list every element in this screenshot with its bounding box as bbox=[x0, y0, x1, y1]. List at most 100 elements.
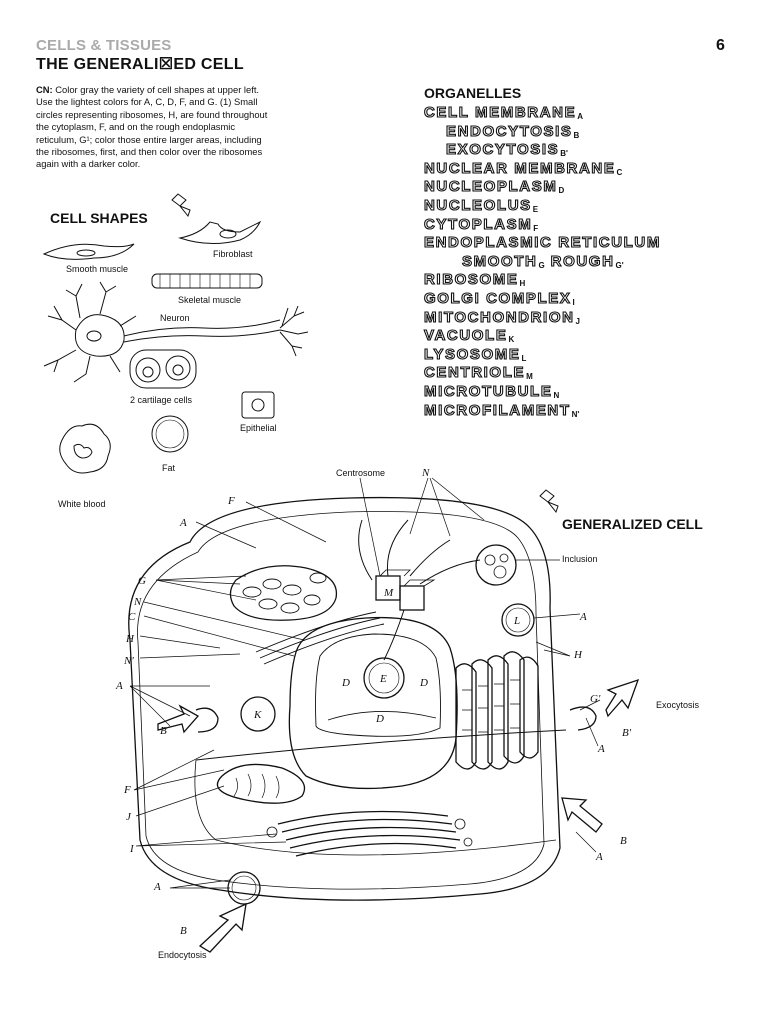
organelle-centriole: CentrioleM bbox=[423, 364, 662, 383]
label-H-right: H bbox=[573, 649, 583, 661]
organelle-name: Lysosome bbox=[423, 345, 521, 363]
caption-smooth-muscle: Smooth muscle bbox=[66, 264, 129, 274]
label-K: K bbox=[253, 709, 262, 721]
organelle-name: Nuclear membrane bbox=[423, 159, 616, 177]
organelle-cytoplasm: CytoplasmF bbox=[423, 215, 662, 235]
organelle-endoplasmic-reticulum: Endoplasmic reticulum bbox=[423, 234, 662, 253]
endocytosis-arrow-bottom bbox=[198, 902, 247, 953]
microtubule-lines bbox=[358, 519, 481, 661]
caption-fat: Fat bbox=[162, 463, 176, 473]
organelle-name: Smooth bbox=[461, 252, 538, 270]
smooth-muscle-shape bbox=[42, 243, 135, 260]
cell-membrane bbox=[128, 496, 561, 901]
organelle-name: Mitochondrion bbox=[423, 308, 575, 326]
caption-cartilage: 2 cartilage cells bbox=[130, 395, 193, 405]
organelle-er-smooth-rough: SmoothG RoughG' bbox=[424, 252, 662, 272]
nucleus bbox=[288, 616, 458, 790]
label-E: E bbox=[379, 673, 387, 685]
label-B-bottom: B bbox=[180, 925, 187, 937]
label-G: G bbox=[138, 575, 146, 587]
organelle-endocytosis: EndocytosisB bbox=[424, 122, 662, 142]
label-F-left: F bbox=[123, 784, 131, 796]
label-centrosome: Centrosome bbox=[336, 468, 385, 478]
vacuole bbox=[240, 696, 276, 732]
section-label: CELLS & TISSUES bbox=[36, 37, 172, 54]
label-B-left: B bbox=[160, 725, 167, 737]
label-M: M bbox=[383, 587, 394, 599]
label-A-right2: A bbox=[597, 743, 605, 755]
organelle-letter: B bbox=[573, 130, 580, 140]
label-H: H bbox=[125, 633, 135, 645]
page-number: 6 bbox=[716, 37, 725, 54]
organelle-vacuole: VacuoleK bbox=[423, 327, 662, 346]
organelle-nuclear-membrane: Nuclear membraneC bbox=[423, 159, 662, 179]
generalized-cell-heading: GENERALIZED CELL bbox=[562, 516, 703, 532]
epithelial-shape bbox=[241, 391, 275, 419]
label-J: J bbox=[126, 811, 132, 823]
organelle-mitochondrion: MitochondrionJ bbox=[423, 308, 662, 328]
organelle-letter: G bbox=[538, 260, 545, 270]
crayon-icon bbox=[171, 193, 191, 218]
mitochondrion bbox=[216, 763, 306, 804]
label-N: N bbox=[133, 596, 142, 608]
organelle-letter: K bbox=[508, 335, 515, 345]
label-D1: D bbox=[341, 677, 350, 689]
smooth-er bbox=[229, 565, 338, 621]
white-blood-shape bbox=[59, 423, 111, 474]
crayon-icon bbox=[539, 489, 559, 514]
organelle-list: Cell membraneA EndocytosisB ExocytosisB'… bbox=[423, 103, 662, 421]
neuron-shape bbox=[43, 281, 309, 383]
endocytosis-arrow-right bbox=[561, 797, 603, 833]
label-I: I bbox=[129, 843, 135, 855]
lysosome bbox=[501, 603, 535, 637]
generalized-cell-diagram: F A N G N C H N' A B K F J I A B A H G' … bbox=[115, 467, 700, 960]
label-F-top: F bbox=[227, 495, 235, 507]
organelle-name: Cell membrane bbox=[423, 103, 577, 121]
page-title: THE GENERALI☒ED CELL bbox=[36, 56, 244, 73]
label-exocytosis: Exocytosis bbox=[656, 700, 700, 710]
organelle-microfilament: MicrofilamentN' bbox=[423, 401, 662, 421]
organelle-nucleolus: NucleolusE bbox=[423, 196, 662, 216]
fat-shape bbox=[151, 415, 189, 453]
cn-text: Color gray the variety of cell shapes at… bbox=[36, 84, 268, 170]
label-A-right3: A bbox=[595, 851, 603, 863]
organelle-letter: A bbox=[577, 112, 583, 121]
cartilage-shape bbox=[129, 349, 197, 389]
label-G-prime: G' bbox=[590, 693, 601, 705]
organelle-letter: M bbox=[526, 372, 533, 382]
organelle-name: Rough bbox=[550, 252, 615, 270]
caption-neuron: Neuron bbox=[160, 313, 190, 323]
organelle-letter: L bbox=[521, 353, 527, 363]
organelle-name: Ribosome bbox=[423, 271, 519, 289]
organelle-letter: I bbox=[572, 297, 575, 307]
organelle-letter: N' bbox=[571, 409, 580, 419]
organelle-name: Microfilament bbox=[423, 401, 571, 419]
organelle-name: Microtubule bbox=[423, 382, 553, 400]
cn-label: CN: bbox=[36, 84, 53, 95]
label-C: C bbox=[128, 611, 136, 623]
organelle-cell-membrane: Cell membraneA bbox=[423, 103, 662, 123]
fibroblast-shape bbox=[178, 220, 262, 244]
label-B-right: B bbox=[620, 835, 627, 847]
cell-shapes-heading: CELL SHAPES bbox=[50, 210, 148, 226]
organelle-golgi: Golgi complexI bbox=[423, 289, 662, 309]
organelle-letter: C bbox=[616, 167, 623, 177]
organelle-exocytosis: ExocytosisB' bbox=[424, 141, 662, 160]
organelle-name: Exocytosis bbox=[445, 141, 560, 159]
label-N-top: N bbox=[421, 467, 430, 479]
organelle-name: Endoplasmic reticulum bbox=[423, 234, 661, 252]
organelle-letter: F bbox=[533, 223, 539, 233]
organelle-name: Endocytosis bbox=[445, 122, 573, 140]
label-B-prime: B' bbox=[622, 727, 632, 739]
caption-epithelial: Epithelial bbox=[240, 423, 277, 433]
nucleolus bbox=[363, 657, 405, 699]
organelle-name: Centriole bbox=[423, 364, 526, 382]
organelle-letter: G' bbox=[615, 260, 624, 270]
organelle-letter: H bbox=[519, 279, 526, 289]
organelle-microtubule: MicrotubuleN bbox=[423, 382, 662, 402]
rough-er bbox=[455, 651, 539, 770]
skeletal-muscle-shape bbox=[151, 273, 263, 289]
golgi-complex bbox=[266, 810, 473, 857]
organelle-letter: D bbox=[558, 186, 565, 196]
label-D3: D bbox=[375, 713, 384, 725]
